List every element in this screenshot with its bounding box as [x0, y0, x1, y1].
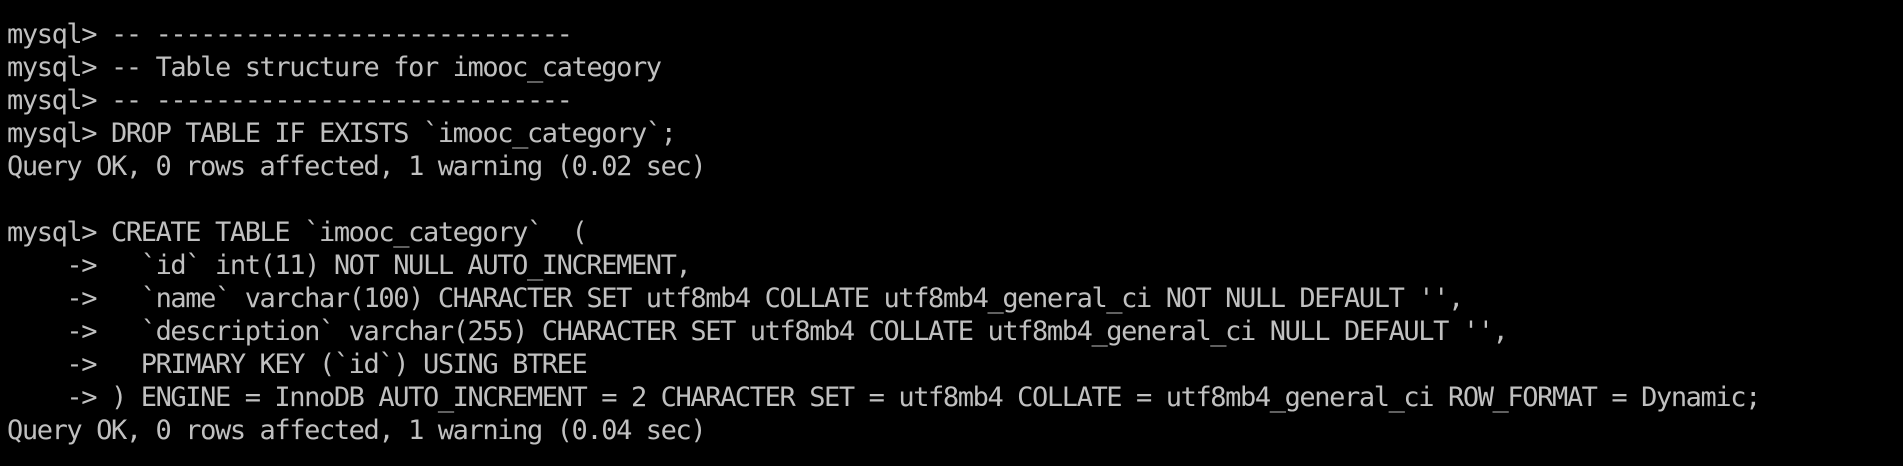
line-text: `description` varchar(255) CHARACTER SET… — [111, 316, 1509, 347]
query-result-line: Query OK, 0 rows affected, 1 warning (0.… — [7, 150, 1903, 183]
query-result-line: Query OK, 0 rows affected, 1 warning (0.… — [7, 414, 1903, 447]
blank-line — [7, 183, 1903, 216]
line-text: -- ---------------------------- — [111, 85, 573, 116]
line-text: `id` int(11) NOT NULL AUTO_INCREMENT, — [111, 250, 692, 281]
line-text: -- Table structure for imooc_category — [111, 52, 662, 83]
terminal-line: mysql> -- ---------------------------- — [7, 18, 1903, 51]
continuation-line: -> `id` int(11) NOT NULL AUTO_INCREMENT, — [7, 249, 1903, 282]
continuation-line: -> `name` varchar(100) CHARACTER SET utf… — [7, 282, 1903, 315]
continuation-prompt: -> — [7, 316, 111, 347]
mysql-prompt: mysql> — [7, 118, 111, 149]
query-result-text: Query OK, 0 rows affected, 1 warning (0.… — [7, 151, 707, 182]
mysql-prompt: mysql> — [7, 52, 111, 83]
continuation-prompt: -> — [7, 283, 111, 314]
line-text: CREATE TABLE `imooc_category` ( — [111, 217, 588, 248]
continuation-line: -> PRIMARY KEY (`id`) USING BTREE — [7, 348, 1903, 381]
line-text: -- ---------------------------- — [111, 19, 573, 50]
continuation-line: -> `description` varchar(255) CHARACTER … — [7, 315, 1903, 348]
line-text: `name` varchar(100) CHARACTER SET utf8mb… — [111, 283, 1465, 314]
mysql-prompt: mysql> — [7, 19, 111, 50]
terminal-line: mysql> -- Table structure for imooc_cate… — [7, 51, 1903, 84]
terminal-line: mysql> -- ---------------------------- — [7, 84, 1903, 117]
continuation-prompt: -> — [7, 382, 111, 413]
continuation-line: -> ) ENGINE = InnoDB AUTO_INCREMENT = 2 … — [7, 381, 1903, 414]
mysql-prompt: mysql> — [7, 85, 111, 116]
continuation-prompt: -> — [7, 250, 111, 281]
terminal-line: mysql> DROP TABLE IF EXISTS `imooc_categ… — [7, 117, 1903, 150]
continuation-prompt: -> — [7, 349, 111, 380]
query-result-text: Query OK, 0 rows affected, 1 warning (0.… — [7, 415, 707, 446]
mysql-prompt: mysql> — [7, 217, 111, 248]
line-text: DROP TABLE IF EXISTS `imooc_category`; — [111, 118, 677, 149]
line-text: ) ENGINE = InnoDB AUTO_INCREMENT = 2 CHA… — [111, 382, 1761, 413]
line-text: PRIMARY KEY (`id`) USING BTREE — [111, 349, 588, 380]
terminal-line: mysql> CREATE TABLE `imooc_category` ( — [7, 216, 1903, 249]
